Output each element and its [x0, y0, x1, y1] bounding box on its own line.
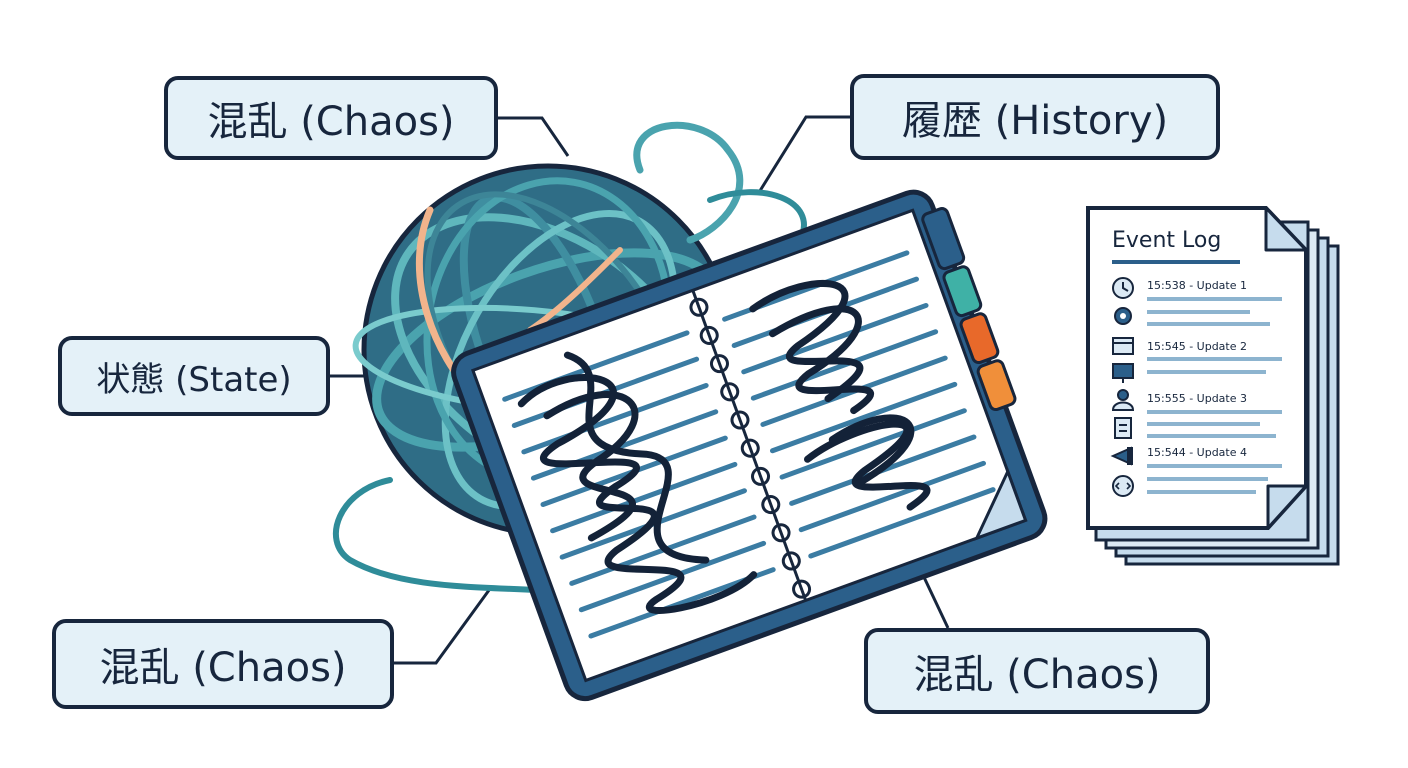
tab-amber	[976, 359, 1017, 412]
window-icon	[1112, 337, 1134, 355]
spiral-binding	[689, 297, 812, 599]
label-history: 履歴 (History)	[850, 74, 1220, 160]
tab-orange	[959, 312, 1000, 365]
scribble-marks	[517, 280, 931, 614]
connector-chaos-bl	[394, 585, 494, 665]
label-state: 状態 (State)	[58, 336, 330, 416]
label-chaos-bottom-right: 混乱 (Chaos)	[864, 628, 1210, 714]
log-entry-text: 15:545 - Update 2	[1147, 340, 1247, 353]
page-curl	[973, 467, 1028, 541]
user-icon	[1117, 389, 1129, 401]
log-entry: 15:555 - Update 3	[1111, 389, 1282, 439]
tab-blue	[921, 207, 966, 271]
notebook	[451, 189, 1048, 702]
log-entry-text: 15:538 - Update 1	[1147, 279, 1247, 292]
connector-history	[756, 115, 850, 195]
label-chaos-bottom-left: 混乱 (Chaos)	[52, 619, 394, 709]
tab-teal	[942, 265, 983, 318]
log-entry-text: 15:544 - Update 4	[1147, 446, 1247, 459]
log-entry: 15:538 - Update 1	[1112, 277, 1282, 326]
log-entry: 15:545 - Update 2	[1112, 337, 1282, 383]
monitor-icon	[1112, 363, 1134, 379]
clipboard-icon	[1114, 417, 1132, 439]
event-log-document: Event Log 15:538 - Update 1 15:545 - Upd…	[1086, 206, 1340, 566]
log-entry-text: 15:555 - Update 3	[1147, 392, 1247, 405]
event-log-title: Event Log	[1112, 228, 1221, 253]
connector-chaos-top	[498, 116, 570, 157]
log-entry: 15:544 - Update 4	[1110, 446, 1282, 497]
code-icon	[1112, 475, 1134, 497]
label-chaos-top: 混乱 (Chaos)	[164, 76, 498, 160]
